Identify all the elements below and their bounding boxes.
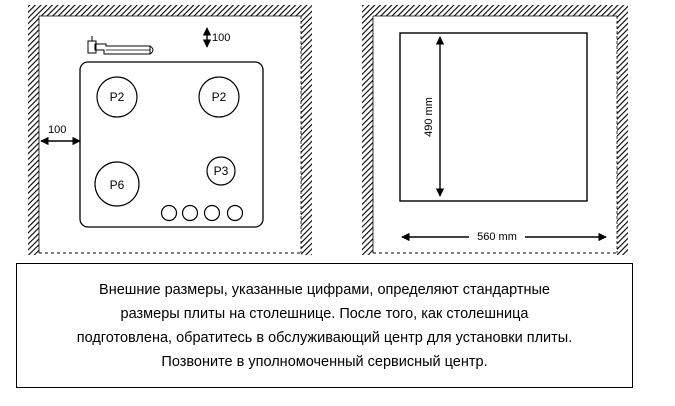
control-knobs (160, 204, 244, 222)
width-dimension: 560 mm (401, 229, 607, 243)
left-wall-hatching (28, 5, 312, 255)
cutout-outline (399, 32, 588, 202)
burner-p2-right: P2 (198, 76, 240, 118)
side-clearance-label: 100 (48, 124, 66, 136)
svg-text:P3: P3 (214, 164, 229, 178)
burner-p2-left: P2 (96, 76, 138, 118)
burner-p3: P3 (206, 156, 236, 186)
installation-diagram: 100 100 P2 P2 P6 P3 (28, 5, 628, 255)
knob-2 (181, 204, 199, 222)
burner-p6: P6 (94, 161, 140, 207)
height-label: 490 mm (423, 97, 435, 137)
svg-text:P6: P6 (110, 178, 125, 192)
note-line-2: размеры плиты на столешнице. После того,… (120, 305, 529, 322)
note-line-3: подготовлена, обратитесь в обслуживающий… (76, 329, 573, 346)
depth-clearance-label: 100 (212, 32, 230, 44)
knob-1 (160, 204, 178, 222)
svg-text:P2: P2 (110, 90, 125, 104)
side-clearance-dimension: 100 (40, 124, 81, 146)
svg-text:P2: P2 (212, 90, 227, 104)
note-line-1: Внешние размеры, указанные цифрами, опре… (99, 281, 550, 298)
height-dimension: 490 mm (422, 36, 445, 197)
gas-inlet-icon (87, 36, 154, 55)
note-line-4: Позвоните в уполномоченный сервисный цен… (161, 353, 488, 370)
installation-note: Внешние размеры, указанные цифрами, опре… (16, 263, 633, 388)
depth-clearance-dimension: 100 (202, 27, 230, 48)
width-label: 560 mm (477, 231, 517, 243)
knob-4 (226, 204, 244, 222)
right-wall-hatching (362, 5, 628, 255)
knob-3 (203, 204, 221, 222)
hob-outline (79, 61, 264, 228)
